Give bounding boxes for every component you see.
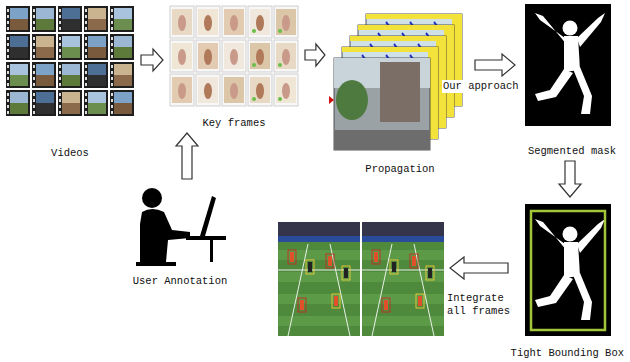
mask-panel: Segmented mask xyxy=(518,2,626,158)
caption: Videos xyxy=(49,147,91,160)
user-icon xyxy=(136,188,226,266)
video-panel: Videos xyxy=(2,2,138,160)
keyframe-panel: Key frames xyxy=(166,2,302,130)
edge-label: Our approach xyxy=(442,80,520,93)
mask-image xyxy=(525,4,611,126)
caption: Tight Bounding Box xyxy=(509,347,626,360)
block-arrow xyxy=(305,44,325,66)
block-arrow xyxy=(559,161,581,197)
caption: User Annotation xyxy=(131,275,230,288)
bounding-box xyxy=(531,211,605,330)
bbox-image xyxy=(525,204,611,336)
block-arrow xyxy=(176,133,198,179)
keyframe-thumbnails xyxy=(170,6,298,106)
annotation-panel: User Annotation xyxy=(118,182,242,288)
caption: Propagation xyxy=(363,163,436,176)
video-thumbnails xyxy=(6,6,134,116)
block-arrow xyxy=(141,49,163,71)
block-arrow xyxy=(475,54,515,76)
arrow-label: Integrate all frames xyxy=(446,292,512,318)
caption: Segmented mask xyxy=(526,145,618,158)
tracking-result xyxy=(278,222,444,336)
block-arrow xyxy=(450,257,508,279)
caption: Key frames xyxy=(200,117,267,130)
bbox-panel: Tight Bounding Box xyxy=(507,200,628,360)
